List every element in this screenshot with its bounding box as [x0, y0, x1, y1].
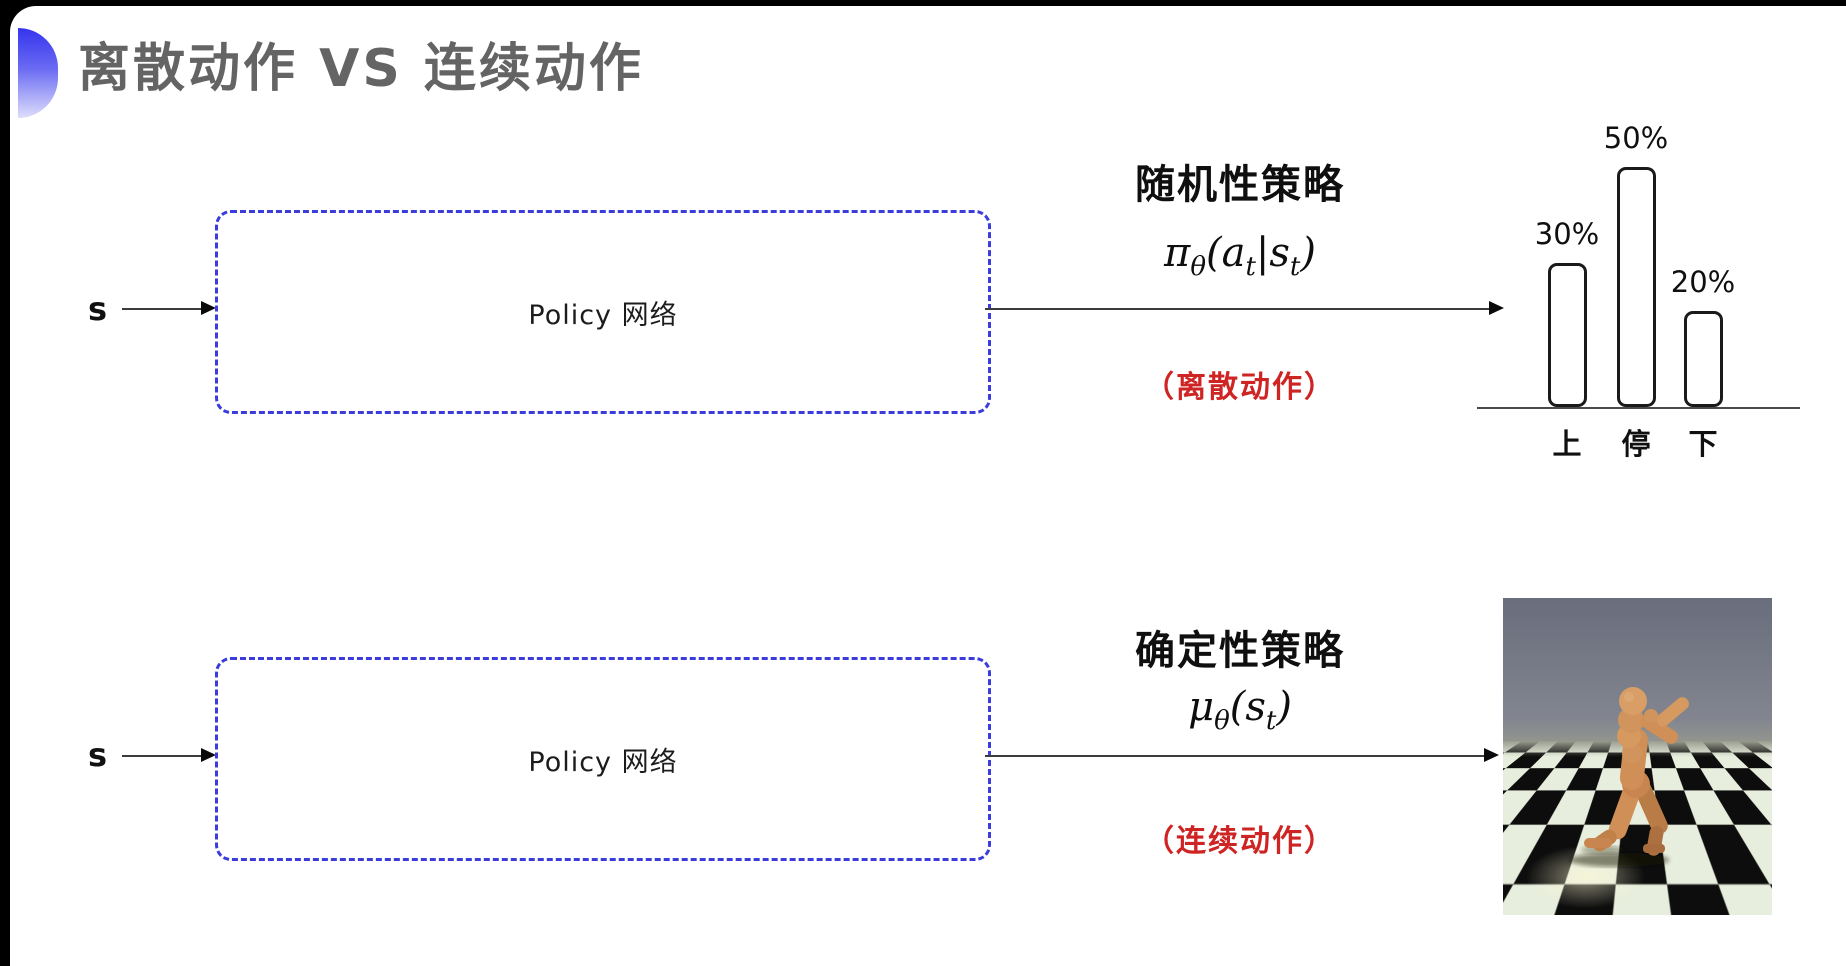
- bar-value-label: 50%: [1603, 121, 1669, 155]
- accent-crescent-icon: [18, 28, 58, 118]
- policy-network-box: Policy 网络: [215, 210, 991, 414]
- bar-category-label: 上: [1552, 427, 1582, 461]
- stochastic-policy-title: 随机性策略: [1135, 162, 1345, 208]
- probability-bar-chart: 30% 50% 20% 上 停 下: [1477, 106, 1800, 461]
- bar-value-label: 30%: [1534, 217, 1600, 251]
- state-input-label: s: [88, 736, 108, 774]
- humanoid-robot-figure: [1569, 687, 1689, 867]
- bar-value-label: 20%: [1670, 265, 1736, 299]
- slide: 离散动作 VS 连续动作 s Policy 网络 随机性策略 πθ(at|st)…: [10, 6, 1846, 966]
- bar-group: 50%: [1596, 121, 1676, 407]
- bar-group: 30%: [1527, 217, 1607, 407]
- bar: [1616, 167, 1656, 407]
- humanoid-simulation-image: [1503, 598, 1772, 915]
- deterministic-policy-title: 确定性策略: [1135, 628, 1345, 674]
- discrete-action-note: （离散动作）: [1144, 370, 1336, 405]
- bar-axis-line: [1477, 407, 1800, 409]
- bar-category-label: 停: [1621, 427, 1651, 461]
- policy-box-label: Policy 网络: [528, 299, 678, 331]
- deterministic-policy-formula: μθ(st): [1188, 684, 1292, 736]
- stochastic-policy-formula: πθ(at|st): [1164, 230, 1316, 282]
- policy-box-label: Policy 网络: [528, 746, 678, 778]
- input-arrow: [122, 748, 216, 762]
- output-arrow: [985, 301, 1504, 315]
- continuous-action-note: （连续动作）: [1144, 824, 1336, 859]
- bar-category-label: 下: [1688, 427, 1718, 461]
- bar: [1683, 311, 1723, 407]
- policy-network-box: Policy 网络: [215, 657, 991, 861]
- bar-group: 20%: [1663, 265, 1743, 407]
- input-arrow: [122, 301, 216, 315]
- bar: [1547, 263, 1587, 407]
- output-arrow: [985, 748, 1499, 762]
- page-title: 离散动作 VS 连续动作: [78, 39, 644, 99]
- state-input-label: s: [88, 290, 108, 328]
